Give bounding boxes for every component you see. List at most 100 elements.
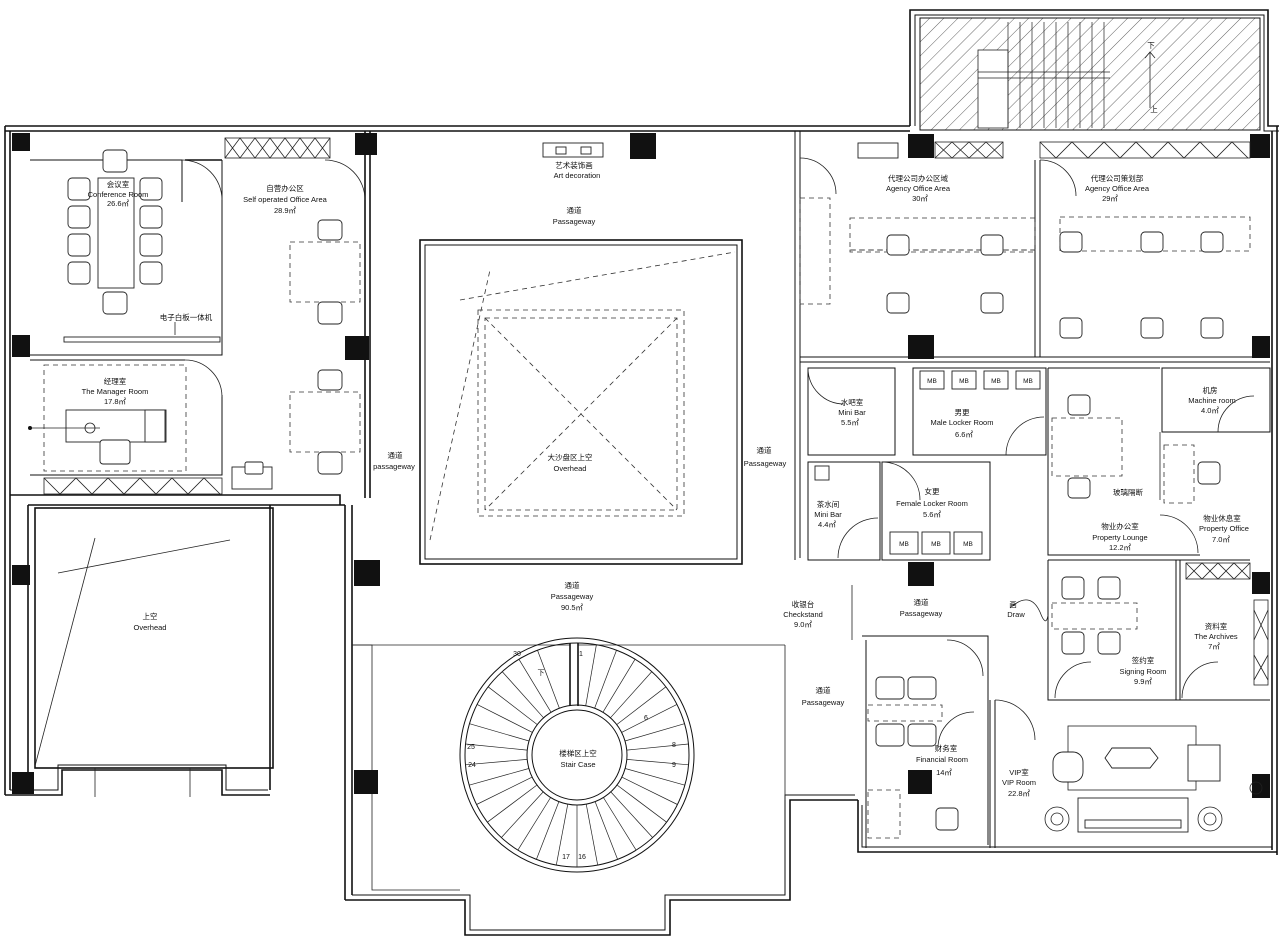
stair-number: 25	[467, 744, 475, 751]
locker-tag: MB	[1023, 378, 1033, 385]
male-en: Male Locker Room	[931, 418, 994, 427]
central-overhead-void: 大沙盘区上空 Overhead	[419, 239, 743, 565]
agency2-en: Agency Office Area	[1085, 184, 1150, 193]
stair-tread	[616, 784, 667, 823]
female-area: 5.6㎡	[923, 510, 941, 519]
locker-tag: MB	[963, 541, 973, 548]
stair-tread	[626, 743, 689, 751]
passage-main-en: Passageway	[551, 592, 594, 601]
locker-tag: MB	[899, 541, 909, 548]
stair-tread	[555, 804, 569, 866]
male-zh: 男更	[955, 408, 970, 417]
passage-main-zh: 通道	[565, 580, 580, 590]
stair-tread	[469, 768, 529, 786]
minibar2-area: 4.4㎡	[818, 520, 836, 529]
art-en: Art decoration	[554, 171, 601, 180]
stair-tread	[537, 650, 560, 709]
stair-tread	[487, 784, 538, 823]
stair-tread	[621, 704, 678, 733]
conference-zh: 会议室	[107, 179, 130, 189]
stair-tread	[465, 759, 528, 766]
stair-tread	[476, 776, 533, 805]
self-office-area: 28.9㎡	[274, 206, 297, 215]
art-zh: 艺术装饰画	[555, 160, 593, 170]
stair-number: 9	[672, 762, 676, 769]
property-lounge-en: Property Lounge	[1092, 533, 1147, 542]
manager-zh: 经理室	[104, 376, 127, 386]
overhead-center-zh: 大沙盘区上空	[548, 452, 593, 462]
stair-up-label: 上	[1150, 105, 1158, 114]
stair-tread	[476, 704, 533, 733]
stair-zh: 楼梯区上空	[559, 748, 597, 758]
stair-tread	[501, 671, 544, 719]
passage-top-zh: 通道	[567, 205, 582, 215]
agency-offices: 代理公司办公区域 Agency Office Area 30㎡ 代理公司策划部 …	[794, 131, 1270, 560]
passage-left-zh: 通道	[388, 450, 403, 460]
machine-zh: 机房	[1203, 385, 1218, 395]
stair-tread	[610, 671, 653, 719]
vip-en: VIP Room	[1002, 778, 1036, 787]
stair-tread	[517, 797, 551, 851]
stair-en: Stair Case	[560, 760, 595, 769]
stair-tread	[465, 743, 528, 751]
agency1-en: Agency Office Area	[886, 184, 951, 193]
conference-en: Conference Room	[88, 190, 149, 199]
financial-zh: 财务室	[935, 743, 958, 753]
archives-zh: 资料室	[1205, 621, 1228, 631]
stair-tread	[621, 776, 678, 805]
female-lockers: MB MB MB	[889, 531, 983, 555]
agency1-area: 30㎡	[912, 194, 928, 203]
property-office-area: 7.0㎡	[1212, 535, 1230, 544]
property-lounge-zh: 物业办公室	[1101, 521, 1139, 531]
stair-tread	[603, 797, 637, 851]
stair-number: 6	[644, 715, 648, 722]
locker-tag: MB	[927, 378, 937, 385]
stair-number: 30	[513, 651, 521, 658]
lower-right-rooms: 资料室 The Archives 7㎡ 签约室 Signing Room 9.9…	[862, 559, 1270, 848]
property-office-zh: 物业休息室	[1203, 513, 1241, 523]
passage-left-en: passageway	[373, 462, 415, 471]
draw-en: Draw	[1007, 610, 1025, 619]
passage-cs-zh: 通道	[914, 597, 929, 607]
archives-area: 7㎡	[1208, 642, 1220, 651]
male-area: 6.6㎡	[955, 430, 973, 439]
overhead-left-zh: 上空	[143, 611, 158, 621]
stair-tread	[626, 759, 689, 766]
manager-en: The Manager Room	[82, 387, 149, 396]
conference-chairs	[67, 149, 163, 315]
draw-zh: 画	[1009, 600, 1017, 609]
stair-tread	[594, 801, 618, 860]
stair-tread	[624, 723, 685, 742]
stair-tread	[594, 650, 617, 709]
stair-tread	[469, 723, 530, 742]
left-overhead-void: 上空 Overhead	[34, 507, 274, 797]
overhead-left-en: Overhead	[134, 623, 167, 632]
female-en: Female Locker Room	[896, 499, 968, 508]
stair-tread	[518, 659, 552, 713]
stair-tread	[536, 801, 560, 860]
stair-tread	[585, 804, 599, 866]
stair-number: 24	[468, 762, 476, 769]
passage-right-zh: 通道	[757, 445, 772, 455]
spiral-staircase: 楼梯区上空 Stair Case 30 1 6 8 9 16 17 24 25 …	[459, 637, 695, 873]
minibar1-en: Mini Bar	[838, 408, 866, 417]
passage-lower-zh: 通道	[816, 685, 831, 695]
stair-tread	[616, 686, 667, 725]
signing-zh: 签约室	[1132, 655, 1155, 665]
self-office-en: Self operated Office Area	[243, 195, 327, 204]
left-office-block: 会议室 Conference Room 26.6㎡ 电子白板一体机 经理室 Th…	[28, 137, 366, 495]
passage-main-area: 90.5㎡	[561, 603, 584, 612]
stair-tread	[610, 791, 653, 838]
stair-tread	[585, 644, 597, 706]
stair-tread	[487, 686, 538, 725]
conference-area: 26.6㎡	[107, 199, 130, 208]
service-rooms: 水吧室 Mini Bar 5.5㎡ MB MB MB MB 男更 Male Lo…	[807, 367, 1271, 561]
minibar2-en: Mini Bar	[814, 510, 842, 519]
checkstand-area: 9.0㎡	[794, 620, 812, 629]
stair-tread	[625, 768, 685, 786]
passage-lower-en: Passageway	[802, 698, 845, 707]
stair-tread	[501, 791, 544, 838]
archives-en: The Archives	[1194, 632, 1238, 641]
overhead-center-en: Overhead	[554, 464, 587, 473]
